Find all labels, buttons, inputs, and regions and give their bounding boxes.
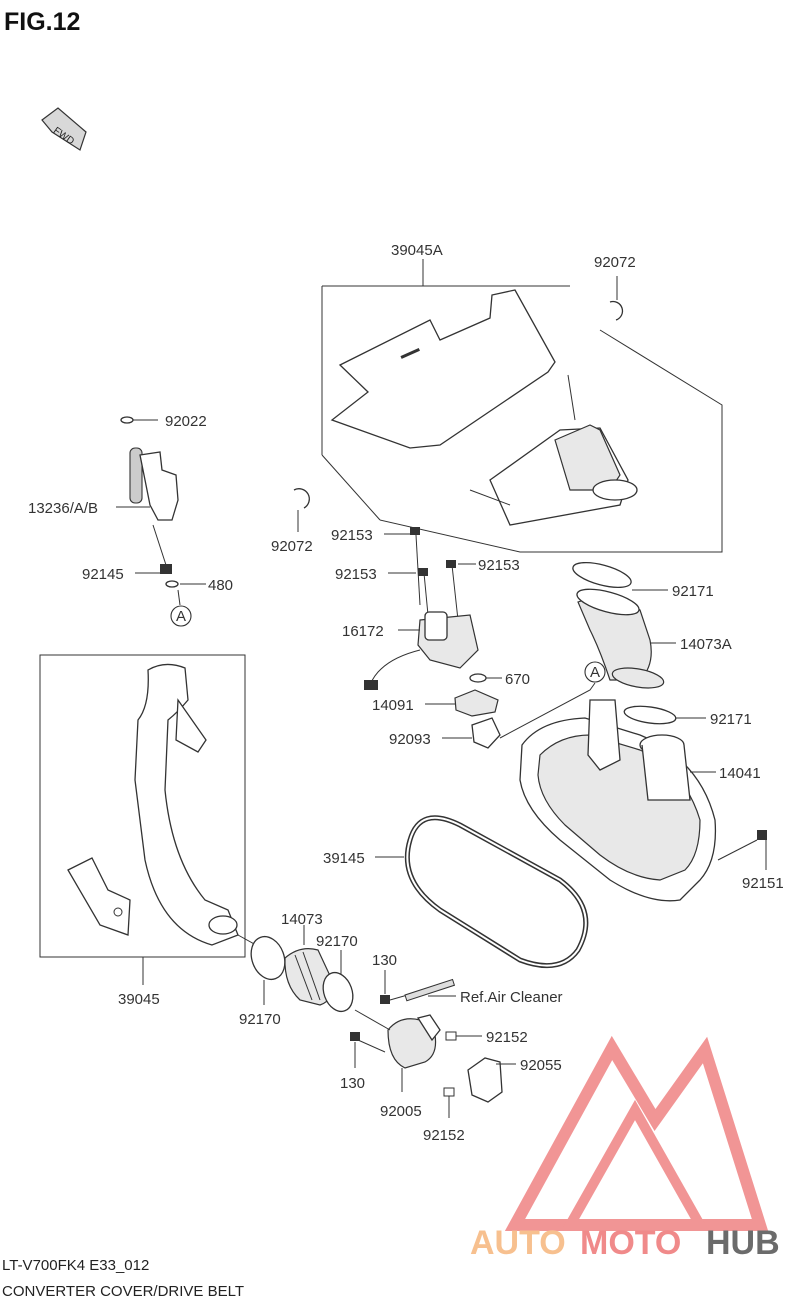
- clip-92072-top-icon: [609, 300, 624, 321]
- label-14073: 14073: [281, 911, 323, 928]
- duct-14073A-icon: [572, 561, 665, 689]
- gasket-92093-icon: [471, 717, 501, 749]
- label-92072-top: 92072: [594, 254, 636, 271]
- watermark-text-auto: AUTO: [470, 1224, 566, 1262]
- label-92152-b: 92152: [423, 1127, 465, 1144]
- clamp-92170-left-icon: [250, 935, 286, 981]
- label-39145: 39145: [323, 850, 365, 867]
- watermark-text-moto: MOTO: [580, 1224, 681, 1262]
- bolt-92151-icon: [717, 830, 767, 861]
- label-39045A: 39045A: [391, 242, 443, 259]
- oring-670-icon: [469, 673, 487, 683]
- label-92170-b: 92170: [239, 1011, 281, 1028]
- linkage-13236-icon: [120, 416, 179, 588]
- label-92171-a: 92171: [672, 583, 714, 600]
- sensor-14091-icon: [454, 689, 499, 717]
- label-92055: 92055: [520, 1057, 562, 1074]
- label-92022: 92022: [165, 413, 207, 430]
- label-92151: 92151: [742, 875, 784, 892]
- label-670: 670: [505, 671, 530, 688]
- label-92005: 92005: [380, 1103, 422, 1120]
- label-14073A: 14073A: [680, 636, 732, 653]
- ref-a-2-label: A: [590, 664, 600, 681]
- gasket-92055-icon: [467, 1057, 503, 1103]
- converter-cover-14041-icon: [519, 699, 717, 902]
- group-39045: [39, 654, 246, 985]
- label-92153-b: 92153: [335, 566, 377, 583]
- label-92171-b: 92171: [710, 711, 752, 728]
- ref-a-1-label: A: [176, 608, 186, 625]
- label-92093: 92093: [389, 731, 431, 748]
- adapter-92005-icon: [354, 1009, 441, 1069]
- nut-92152-top-icon: [445, 1031, 457, 1041]
- actuator-16172-icon: [364, 527, 479, 690]
- label-92170-a: 92170: [316, 933, 358, 950]
- label-130-b: 130: [340, 1075, 365, 1092]
- clip-92072-left-icon: [293, 488, 310, 509]
- label-92153-a: 92153: [331, 527, 373, 544]
- label-92145: 92145: [82, 566, 124, 583]
- bolt-130-bottom-icon: [350, 1032, 386, 1053]
- ref-air-cleaner-pipe-icon: [404, 978, 456, 1002]
- model-code: LT-V700FK4 E33_012: [2, 1257, 149, 1274]
- group-39045A: [321, 259, 723, 553]
- nut-92152-bottom-icon: [443, 1087, 455, 1097]
- label-39045: 39045: [118, 991, 160, 1008]
- label-92152-a: 92152: [486, 1029, 528, 1046]
- watermark-text-hub: HUB: [706, 1224, 780, 1262]
- label-92153-c: 92153: [478, 557, 520, 574]
- label-16172: 16172: [342, 623, 384, 640]
- label-ref-air-cleaner: Ref.Air Cleaner: [460, 989, 563, 1006]
- label-130-a: 130: [372, 952, 397, 969]
- fwd-arrow-icon: FWD: [41, 107, 87, 151]
- watermark-brand: AUTO MOTO HUB: [470, 1224, 780, 1262]
- label-92072-left: 92072: [271, 538, 313, 555]
- clamp-92170-right-icon: [322, 971, 354, 1013]
- clamp-92171-b-icon: [623, 705, 677, 725]
- figure-caption: CONVERTER COVER/DRIVE BELT: [2, 1283, 244, 1300]
- watermark-logo-icon: [504, 1035, 769, 1231]
- label-480: 480: [208, 577, 233, 594]
- ref-circle-a-1: [170, 605, 192, 627]
- ref-circle-a-2: [584, 661, 606, 683]
- figure-title: FIG.12: [4, 8, 80, 36]
- label-14041: 14041: [719, 765, 761, 782]
- label-14091: 14091: [372, 697, 414, 714]
- label-13236: 13236/A/B: [28, 500, 98, 517]
